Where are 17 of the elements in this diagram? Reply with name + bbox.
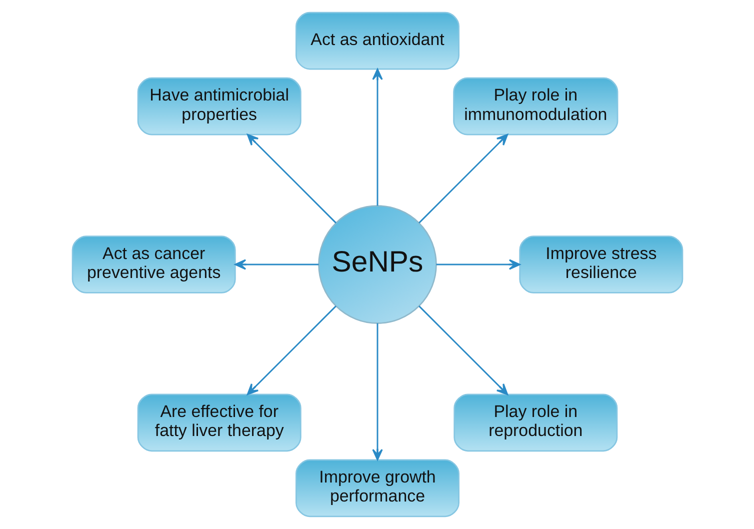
arrow <box>436 259 520 270</box>
arrow <box>234 259 318 270</box>
arrow <box>372 323 382 460</box>
arrow <box>418 306 508 396</box>
arrow <box>418 134 508 224</box>
node-box: Play role in reproduction <box>453 394 618 452</box>
arrow <box>372 68 382 206</box>
node-box: Improve growth performance <box>295 459 459 518</box>
node-box: Act as cancer preventive agents <box>71 236 236 294</box>
node-box: Have antimicrobial properties <box>136 77 301 136</box>
node-circle: SeNPs <box>318 205 436 324</box>
node-box: Improve stress resilience <box>518 236 683 294</box>
node-box: Act as antioxidant <box>295 12 459 70</box>
arrow <box>246 134 336 224</box>
arrow <box>246 306 336 396</box>
node-box: Are effective for fatty liver therapy <box>136 394 301 452</box>
node-box: Play role in immunomodulation <box>452 77 618 136</box>
